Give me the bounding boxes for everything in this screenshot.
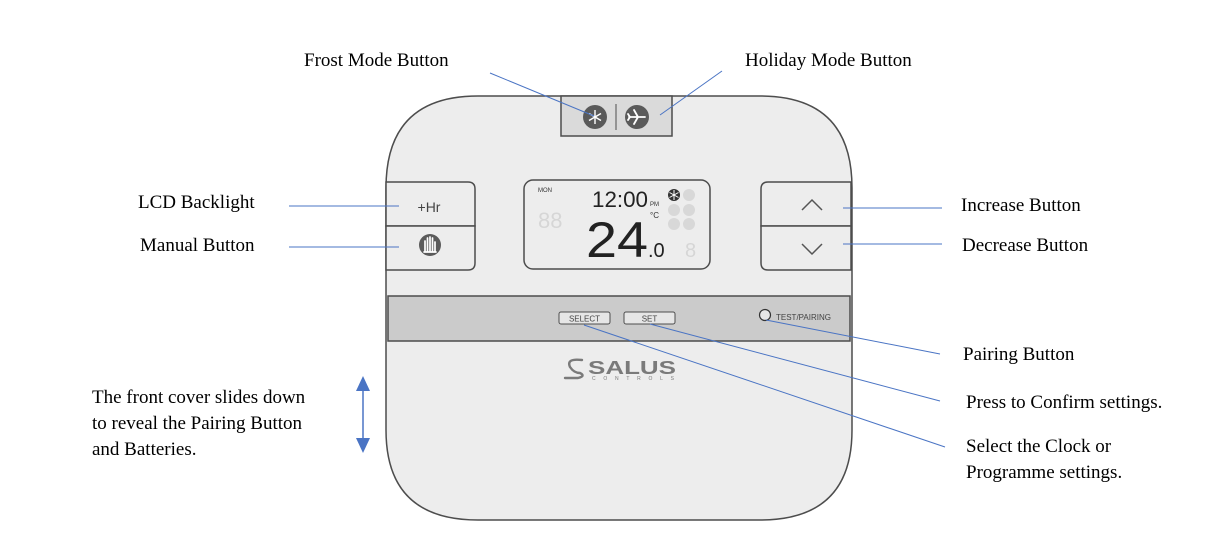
- leader-confirm: [649, 323, 941, 402]
- label-select-line1: Select the Clock or: [966, 436, 1112, 457]
- lcd-time: 12:00: [592, 187, 648, 212]
- label-cover-line1: The front cover slides down: [92, 387, 306, 408]
- manual-button[interactable]: [385, 225, 476, 271]
- lcd-mode-icons: [668, 189, 695, 230]
- lcd-unit: °C: [650, 211, 659, 220]
- brand-name: SALUS: [588, 358, 676, 378]
- label-holiday-mode: Holiday Mode Button: [745, 50, 912, 71]
- lcd-faint-segments: 88: [538, 208, 562, 233]
- hand-icon: [423, 236, 437, 253]
- leader-lines: [289, 70, 946, 448]
- control-strip: [387, 295, 851, 342]
- lcd-temperature-decimal: .0: [648, 240, 665, 262]
- label-increase: Increase Button: [961, 195, 1081, 216]
- plus-hr-label: +Hr: [418, 199, 441, 215]
- label-cover-line2: to reveal the Pairing Button: [92, 413, 303, 434]
- salus-swirl-mark: [563, 358, 584, 380]
- select-label: SELECT: [569, 315, 600, 324]
- double-arrow-icon: [356, 376, 370, 453]
- leader-holiday: [659, 70, 723, 116]
- leader-pairing: [765, 319, 941, 355]
- label-frost-mode: Frost Mode Button: [304, 50, 449, 71]
- leader-frost: [489, 72, 595, 117]
- label-lcd-backlight: LCD Backlight: [138, 192, 255, 213]
- frost-mode-button[interactable]: [583, 105, 607, 129]
- label-manual: Manual Button: [140, 235, 255, 256]
- airplane-icon: [627, 109, 646, 125]
- lcd-backlight-button[interactable]: +Hr: [385, 181, 476, 227]
- pairing-button[interactable]: [758, 308, 772, 322]
- label-confirm: Press to Confirm settings.: [966, 392, 1163, 413]
- leader-select: [583, 324, 946, 448]
- label-front-cover: The front cover slides down to reveal th…: [92, 385, 305, 463]
- label-select: Select the Clock or Programme settings.: [966, 434, 1122, 486]
- select-button[interactable]: SELECT: [558, 311, 611, 325]
- lcd-screen: MON 88 12:00 PM °C 24 .0 8: [523, 179, 711, 270]
- set-button[interactable]: SET: [623, 311, 676, 325]
- label-pairing: Pairing Button: [963, 344, 1075, 365]
- increase-button[interactable]: [760, 181, 852, 227]
- decrease-button[interactable]: [760, 225, 852, 271]
- test-pairing-label: TEST/PAIRING: [776, 313, 831, 322]
- pairing-hole-icon: [758, 308, 772, 322]
- chevron-down-icon: [801, 243, 823, 256]
- chevron-up-icon: [801, 198, 823, 211]
- lcd-ampm: PM: [650, 202, 659, 208]
- top-button-tab: [560, 95, 673, 137]
- lcd-temperature: 24: [586, 212, 648, 268]
- label-cover-line3: and Batteries.: [92, 439, 197, 460]
- holiday-mode-button[interactable]: [625, 105, 649, 129]
- label-select-line2: Programme settings.: [966, 462, 1123, 483]
- lcd-day: MON: [538, 188, 552, 194]
- lcd-faint-digit: 8: [685, 240, 696, 262]
- set-label: SET: [642, 315, 658, 324]
- label-decrease: Decrease Button: [962, 235, 1089, 256]
